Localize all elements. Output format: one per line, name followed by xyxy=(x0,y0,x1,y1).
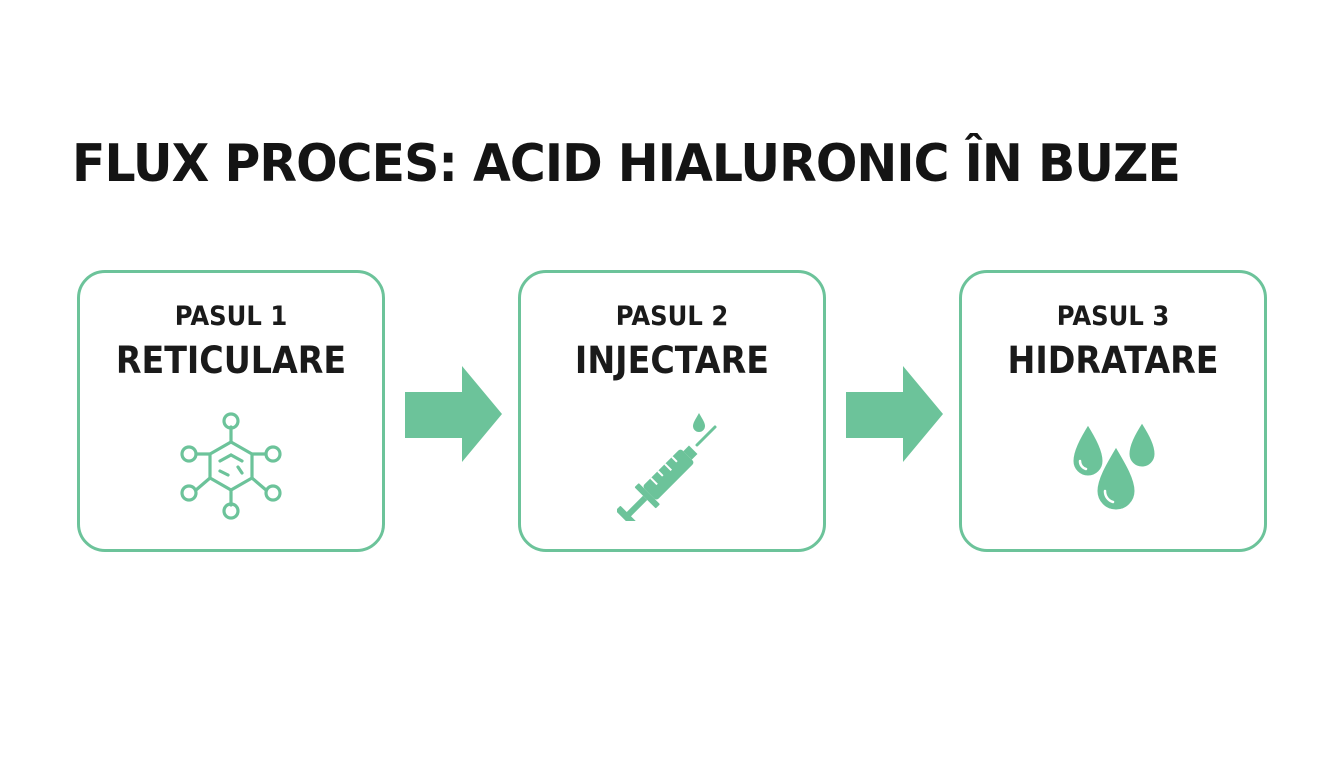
step-card-reticulare: PASUL 1 RETICULARE xyxy=(77,270,385,552)
step-name: INJECTARE xyxy=(574,339,770,382)
water-drops-icon xyxy=(1070,419,1158,513)
step-number: PASUL 3 xyxy=(1056,301,1170,332)
step-number: PASUL 2 xyxy=(615,301,729,332)
step-name: RETICULARE xyxy=(115,339,347,382)
syringe-icon xyxy=(617,413,717,521)
step-card-hidratare: PASUL 3 HIDRATARE xyxy=(959,270,1267,552)
step-number: PASUL 1 xyxy=(174,301,288,332)
step-name: HIDRATARE xyxy=(1007,339,1219,382)
step-card-injectare: PASUL 2 INJECTARE xyxy=(518,270,826,552)
page-title: FLUX PROCES: ACID HIALURONIC ÎN BUZE xyxy=(72,134,1181,194)
arrow-right-icon xyxy=(846,366,943,462)
molecule-network-icon xyxy=(180,412,282,520)
arrow-right-icon xyxy=(405,366,502,462)
